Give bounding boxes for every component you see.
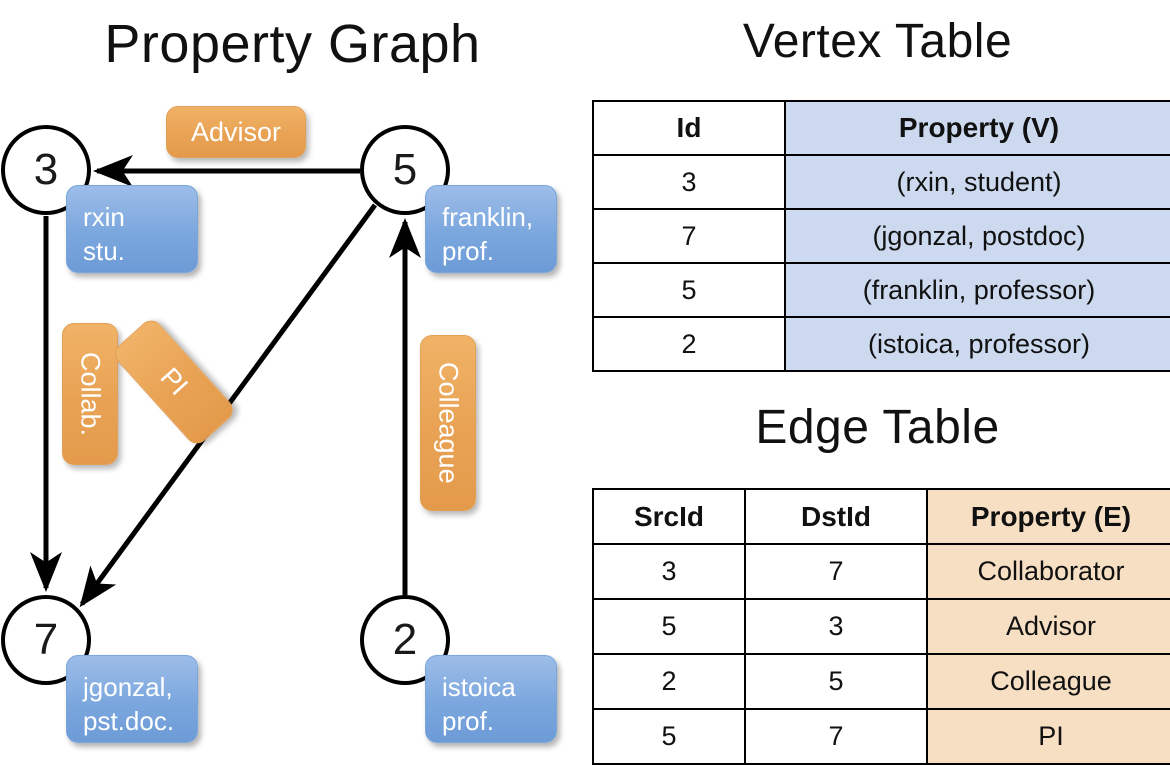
edge-table: SrcId DstId Property (E) 3 7 Collaborato…	[592, 488, 1170, 765]
vertex-property-rxin-line2: stu.	[83, 236, 125, 266]
vertex-property-box-franklin: franklin, prof.	[425, 185, 557, 273]
vertex-property-box-istoica: istoica prof.	[425, 655, 557, 743]
graph-node-2[interactable]: 2	[360, 595, 450, 685]
edge-cell-srcid: 3	[592, 543, 746, 600]
table-row[interactable]: 5 (franklin, professor)	[592, 262, 1170, 318]
edge-cell-srcid: 2	[592, 653, 746, 710]
vertex-cell-property: (jgonzal, postdoc)	[784, 208, 1170, 264]
graph-node-5-label: 5	[392, 145, 418, 194]
edge-table-header-row: SrcId DstId Property (E)	[592, 488, 1170, 545]
table-row[interactable]: 3 (rxin, student)	[592, 154, 1170, 210]
vertex-property-box-jgonzal: jgonzal, pst.doc.	[66, 655, 198, 743]
edge-label-colleague: Colleague	[420, 335, 476, 511]
vertex-cell-property: (rxin, student)	[784, 154, 1170, 210]
edge-table-header-srcid: SrcId	[592, 488, 746, 545]
vertex-property-istoica-line2: prof.	[442, 706, 495, 736]
edge-table-header-dstid: DstId	[744, 488, 928, 545]
edge-label-collab: Collab.	[62, 323, 118, 465]
edge-cell-srcid: 5	[592, 708, 746, 765]
edge-cell-dstid: 3	[744, 598, 928, 655]
page-title-edge-table: Edge Table	[755, 401, 1000, 454]
graph-node-5[interactable]: 5	[360, 125, 450, 215]
edge-label-advisor: Advisor	[166, 106, 306, 158]
vertex-property-franklin-line1: franklin,	[442, 202, 534, 232]
edge-cell-dstid: 5	[744, 653, 928, 710]
graph-node-2-label: 2	[392, 615, 418, 664]
edge-label-collab-text: Collab.	[75, 351, 106, 437]
table-row[interactable]: 5 3 Advisor	[592, 598, 1170, 655]
vertex-property-box-rxin: rxin stu.	[66, 185, 198, 273]
page-title-vertex-table: Vertex Table	[742, 15, 1013, 68]
table-row[interactable]: 2 5 Colleague	[592, 653, 1170, 710]
vertex-property-rxin-line1: rxin	[83, 202, 125, 232]
property-graph-diagram: 3 5 7 2 rxin stu. franklin, prof. jgonza…	[0, 0, 585, 760]
edge-label-pi-text: PI	[154, 362, 195, 402]
edge-cell-property: Colleague	[926, 653, 1170, 710]
edge-label-colleague-text: Colleague	[433, 362, 464, 484]
vertex-table: Id Property (V) 3 (rxin, student) 7 (jgo…	[592, 100, 1170, 372]
edge-cell-dstid: 7	[744, 543, 928, 600]
vertex-cell-id: 7	[592, 208, 786, 264]
graph-node-7-label: 7	[33, 615, 59, 664]
vertex-property-jgonzal-line1: jgonzal,	[83, 672, 173, 702]
vertex-cell-id: 2	[592, 316, 786, 372]
table-row[interactable]: 7 (jgonzal, postdoc)	[592, 208, 1170, 264]
vertex-property-franklin-line2: prof.	[442, 236, 495, 266]
edge-cell-property: Advisor	[926, 598, 1170, 655]
table-row[interactable]: 3 7 Collaborator	[592, 543, 1170, 600]
vertex-property-istoica-line1: istoica	[442, 672, 516, 702]
vertex-cell-property: (istoica, professor)	[784, 316, 1170, 372]
table-row[interactable]: 5 7 PI	[592, 708, 1170, 765]
vertex-table-header-row: Id Property (V)	[592, 100, 1170, 156]
graph-node-3-label: 3	[33, 145, 59, 194]
page-title-property-graph: Property Graph	[104, 14, 481, 74]
edge-cell-property: Collaborator	[926, 543, 1170, 600]
edge-label-advisor-text: Advisor	[190, 116, 282, 147]
vertex-table-header-property: Property (V)	[784, 100, 1170, 156]
vertex-cell-id: 3	[592, 154, 786, 210]
edge-cell-property: PI	[926, 708, 1170, 765]
vertex-cell-id: 5	[592, 262, 786, 318]
vertex-property-jgonzal-line2: pst.doc.	[83, 706, 175, 736]
table-row[interactable]: 2 (istoica, professor)	[592, 316, 1170, 372]
edge-cell-srcid: 5	[592, 598, 746, 655]
edge-table-header-property: Property (E)	[926, 488, 1170, 545]
vertex-table-header-id: Id	[592, 100, 786, 156]
vertex-cell-property: (franklin, professor)	[784, 262, 1170, 318]
edge-cell-dstid: 7	[744, 708, 928, 765]
